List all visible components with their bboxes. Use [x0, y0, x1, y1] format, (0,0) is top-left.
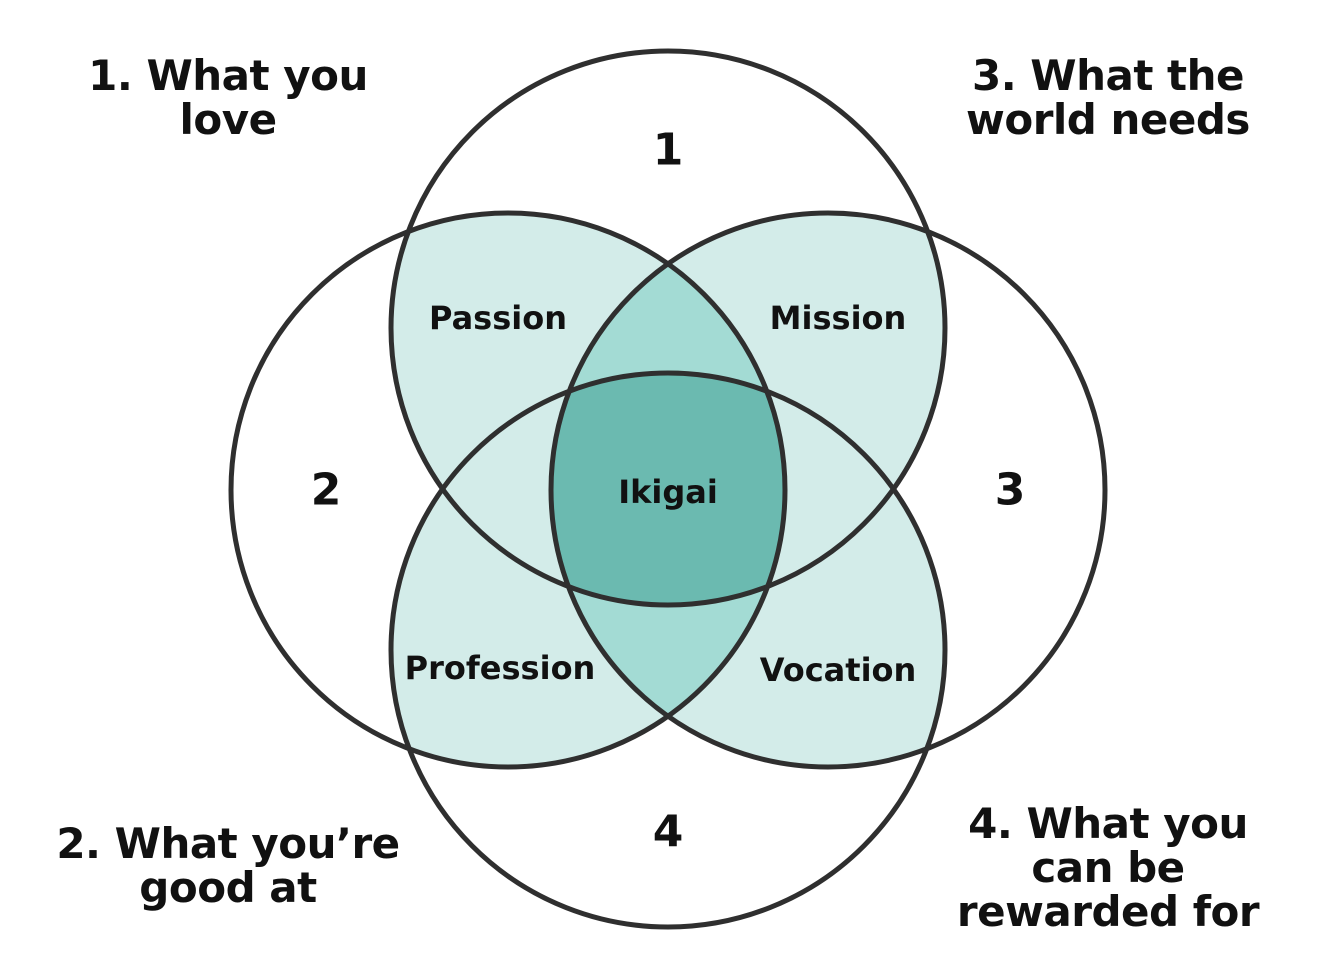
profession-label: Profession	[405, 649, 596, 687]
what-you-can-be-rewarded-for-circle	[388, 370, 948, 930]
what-you-love-circle	[388, 48, 948, 608]
circle-number-2: 2	[311, 465, 342, 516]
circle-number-4: 4	[653, 807, 684, 858]
overlap-region	[551, 213, 785, 767]
circle-number-1: 1	[653, 125, 684, 176]
what-the-world-needs-circle	[548, 210, 1108, 770]
label-what-you-love: 1. What you love	[88, 51, 368, 144]
what-youre-good-at-circle	[228, 210, 788, 770]
vocation-label: Vocation	[760, 651, 917, 689]
ikigai-label: Ikigai	[618, 473, 718, 511]
mission-label: Mission	[770, 299, 907, 337]
circle-number-3: 3	[995, 465, 1026, 516]
label-what-you-can-be-rewarded-for: 4. What you can be rewarded for	[956, 799, 1260, 936]
passion-label: Passion	[429, 299, 567, 337]
label-what-the-world-needs: 3. What the world needs	[966, 51, 1250, 144]
label-what-youre-good-at: 2. What you’re good at	[56, 819, 400, 912]
